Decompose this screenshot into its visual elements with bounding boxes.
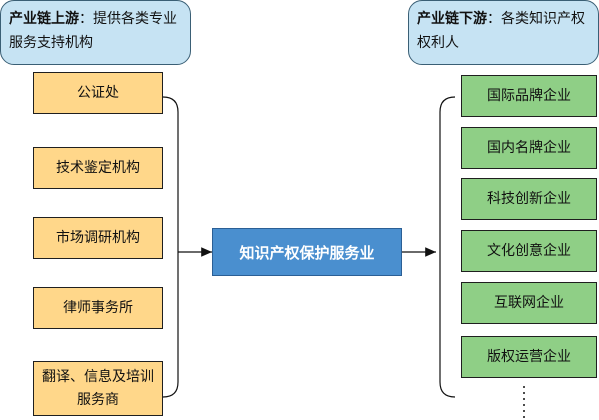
- downstream-callout-text: ：各类知识产权权利人: [417, 11, 585, 51]
- downstream-box-internet: 互联网企业: [461, 282, 597, 324]
- upstream-box-law-firm: 律师事务所: [33, 287, 163, 329]
- upstream-callout-title: 产业链上游: [9, 11, 79, 27]
- downstream-callout: 产业链下游：各类知识产权权利人: [408, 0, 599, 65]
- upstream-box-notary: 公证处: [33, 72, 163, 114]
- downstream-box-intl-brand: 国际品牌企业: [461, 75, 597, 117]
- upstream-box-market-research: 市场调研机构: [33, 217, 163, 259]
- downstream-box-cultural-creative: 文化创意企业: [461, 230, 597, 272]
- center-node-label: 知识产权保护服务业: [239, 243, 375, 262]
- downstream-box-label: 国内名牌企业: [487, 139, 571, 156]
- upstream-box-label: 市场调研机构: [56, 229, 140, 246]
- upstream-box-tech-appraisal: 技术鉴定机构: [33, 147, 163, 189]
- downstream-box-label: 互联网企业: [494, 294, 564, 311]
- downstream-bracket: [439, 96, 456, 398]
- upstream-box-label: 公证处: [77, 84, 119, 101]
- downstream-box-label: 科技创新企业: [487, 190, 571, 207]
- downstream-box-domestic-brand: 国内名牌企业: [461, 127, 597, 169]
- upstream-box-label: 技术鉴定机构: [56, 159, 140, 176]
- downstream-box-tech-innovation: 科技创新企业: [461, 178, 597, 220]
- downstream-box-copyright-ops: 版权运营企业: [461, 336, 597, 378]
- upstream-bracket: [162, 96, 179, 398]
- upstream-callout: 产业链上游：提供各类专业服务支持机构: [0, 0, 191, 65]
- upstream-box-label: 律师事务所: [63, 299, 133, 316]
- upstream-box-translation-training: 翻译、信息及培训服务商: [33, 361, 163, 416]
- upstream-callout-text: ：提供各类专业服务支持机构: [9, 11, 177, 51]
- downstream-callout-title: 产业链下游: [417, 11, 487, 27]
- downstream-box-label: 文化创意企业: [487, 242, 571, 259]
- downstream-box-label: 国际品牌企业: [487, 87, 571, 104]
- upstream-box-label: 翻译、信息及培训服务商: [42, 368, 154, 408]
- downstream-box-label: 版权运营企业: [487, 348, 571, 365]
- center-node: 知识产权保护服务业: [212, 228, 402, 276]
